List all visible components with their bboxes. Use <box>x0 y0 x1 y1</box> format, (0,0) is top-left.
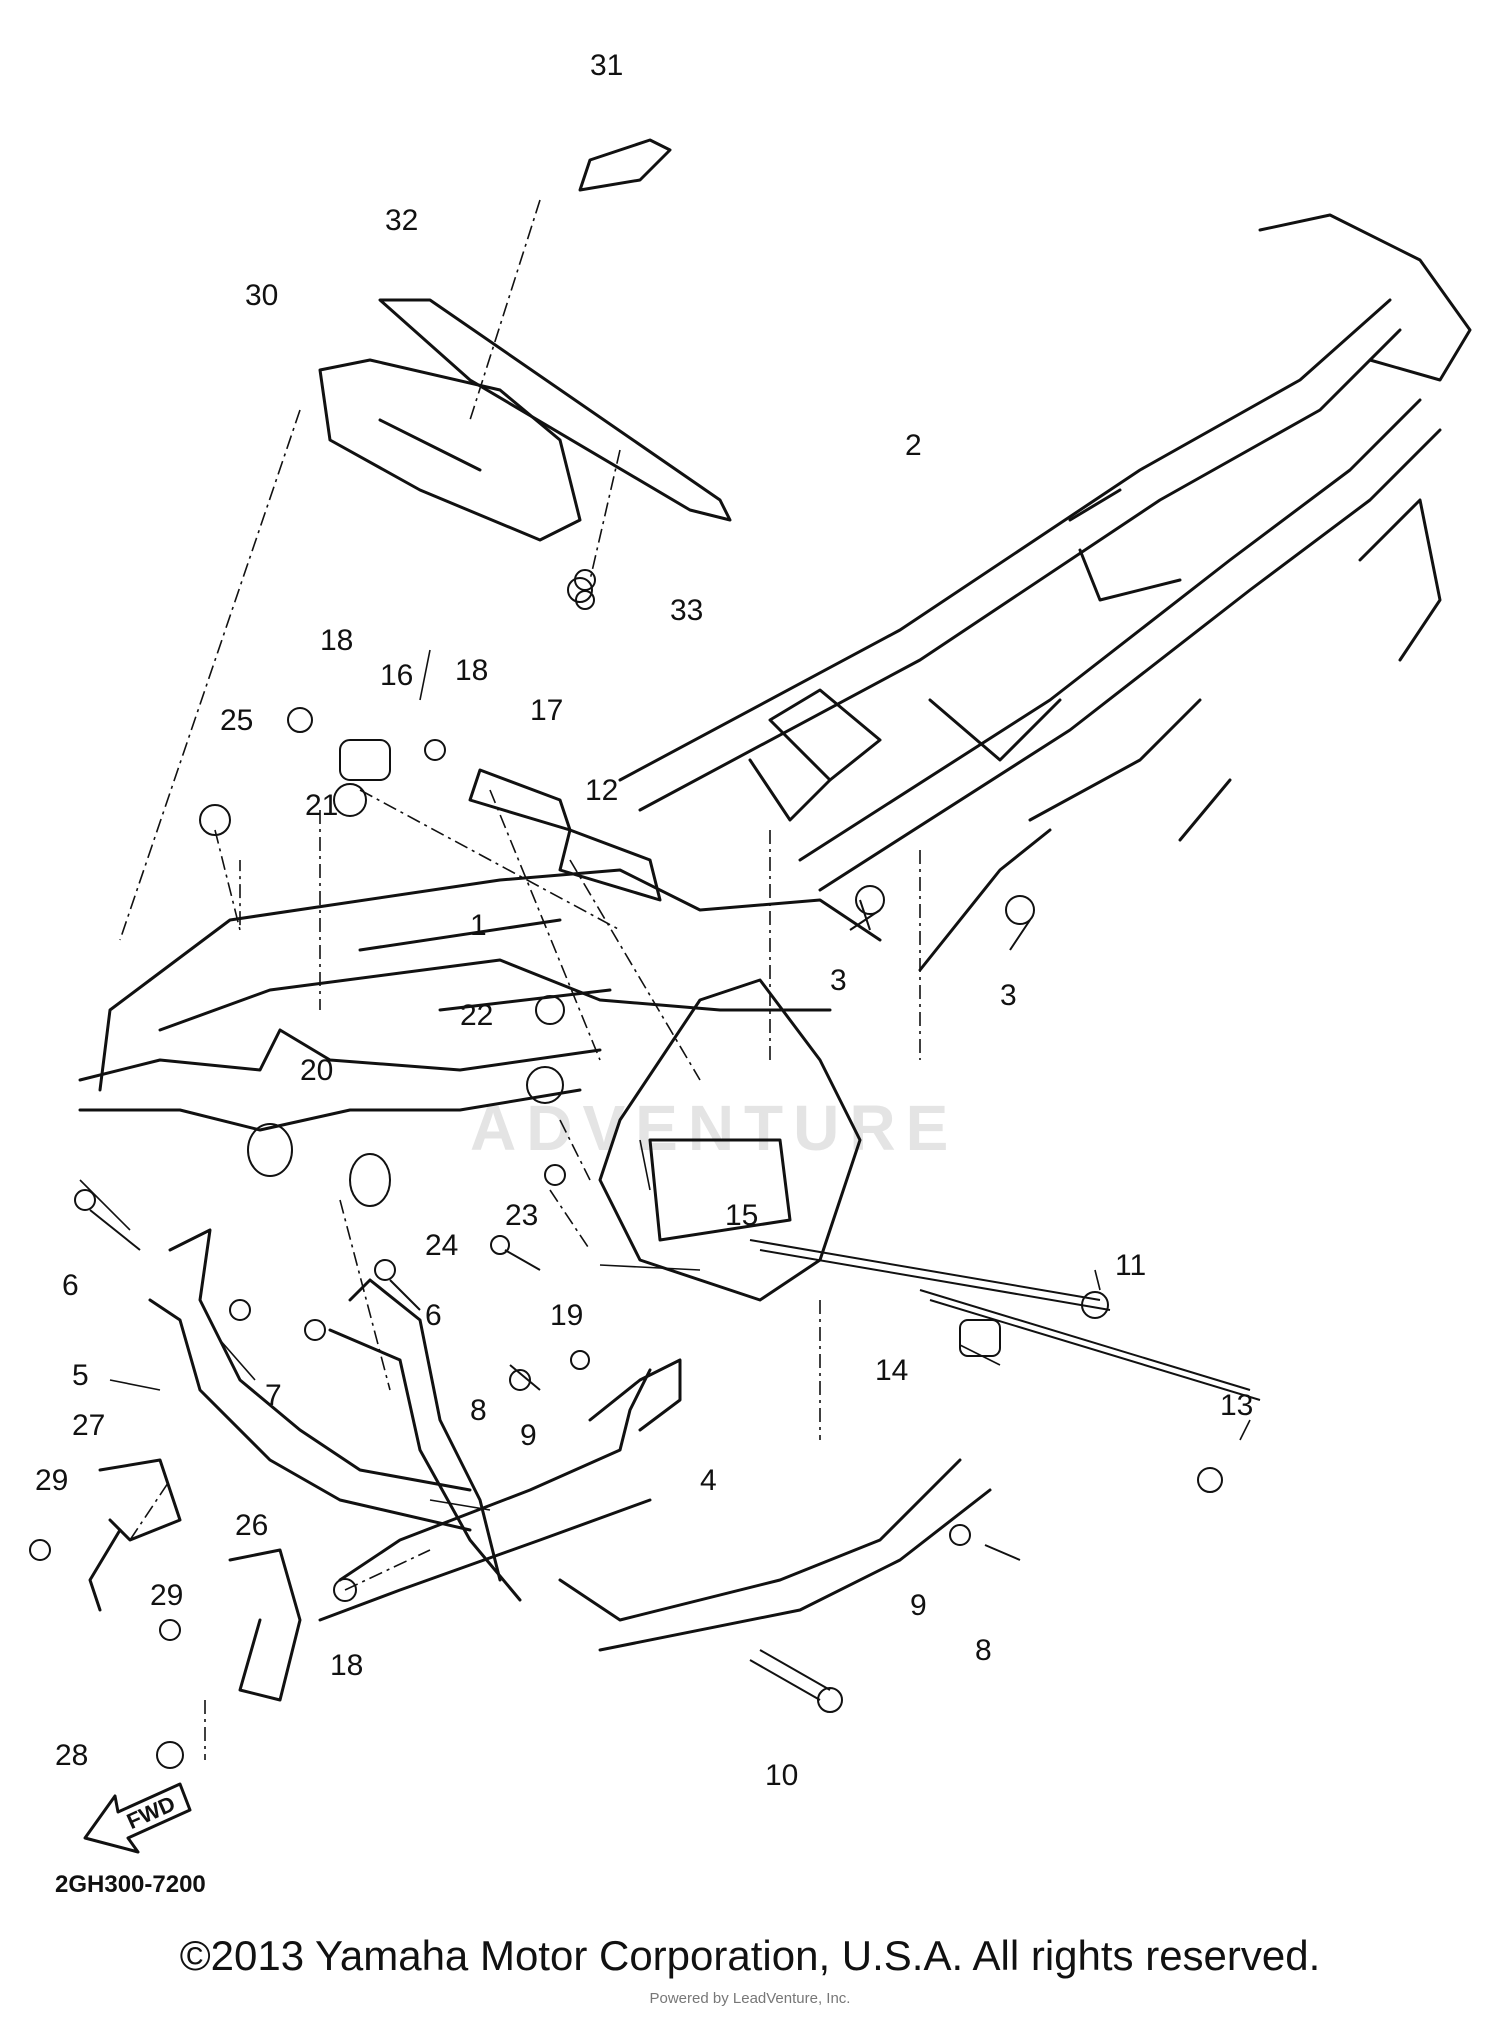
callout-11: 11 <box>1115 1249 1146 1282</box>
callout-26: 26 <box>235 1509 268 1542</box>
callout-3-b: 3 <box>1000 979 1017 1012</box>
callout-18-a: 18 <box>320 624 353 657</box>
bracket-illustrations <box>88 1458 302 1702</box>
callout-25: 25 <box>220 704 253 737</box>
callout-22: 22 <box>460 999 493 1032</box>
callout-9-a: 9 <box>520 1419 537 1452</box>
copyright-notice: ©2013 Yamaha Motor Corporation, U.S.A. A… <box>179 1932 1321 1979</box>
callout-8-b: 8 <box>975 1634 992 1667</box>
callout-1: 1 <box>470 909 487 942</box>
fwd-arrow-icon: FWD <box>83 1782 192 1854</box>
callout-29-b: 29 <box>150 1579 183 1612</box>
callout-19: 19 <box>550 1299 583 1332</box>
callout-23: 23 <box>505 1199 538 1232</box>
rear-frame-illustration <box>618 213 1472 972</box>
callout-17: 17 <box>530 694 563 727</box>
callout-33: 33 <box>670 594 703 627</box>
provider-notice: Powered by LeadVenture, Inc. <box>649 1990 851 2007</box>
callout-29-a: 29 <box>35 1464 68 1497</box>
callout-16: 16 <box>380 659 413 692</box>
main-frame-illustration <box>78 868 882 1302</box>
lower-frame-illustration <box>148 1228 992 1652</box>
diagram-code: 2GH300-7200 <box>55 1871 206 1898</box>
callout-18-b: 18 <box>455 654 488 687</box>
callout-2: 2 <box>905 429 922 462</box>
part-callouts: 31 32 30 2 33 18 16 18 17 12 25 21 1 3 3… <box>35 49 1253 1792</box>
callout-5: 5 <box>72 1359 89 1392</box>
leader-lines <box>79 199 1251 1760</box>
callout-14: 14 <box>875 1354 908 1387</box>
callout-10: 10 <box>765 1759 798 1792</box>
callout-32: 32 <box>385 204 418 237</box>
callout-13: 13 <box>1220 1389 1253 1422</box>
callout-30: 30 <box>245 279 278 312</box>
callout-21: 21 <box>305 789 338 822</box>
cover-illustrations <box>318 138 732 542</box>
callout-28: 28 <box>55 1739 88 1772</box>
watermark-text: ADVENTURE <box>470 1092 958 1164</box>
callout-7: 7 <box>265 1379 282 1412</box>
callout-3-a: 3 <box>830 964 847 997</box>
callout-20: 20 <box>300 1054 333 1087</box>
callout-31: 31 <box>590 49 623 82</box>
callout-18-c: 18 <box>330 1649 363 1682</box>
callout-27: 27 <box>72 1409 105 1442</box>
hardware-illustrations <box>29 569 1261 1769</box>
callout-6-a: 6 <box>62 1269 79 1302</box>
callout-24: 24 <box>425 1229 458 1262</box>
callout-12: 12 <box>585 774 618 807</box>
callout-15: 15 <box>725 1199 758 1232</box>
callout-8-a: 8 <box>470 1394 487 1427</box>
callout-4: 4 <box>700 1464 717 1497</box>
callout-6-b: 6 <box>425 1299 442 1332</box>
callout-9-b: 9 <box>910 1589 927 1622</box>
